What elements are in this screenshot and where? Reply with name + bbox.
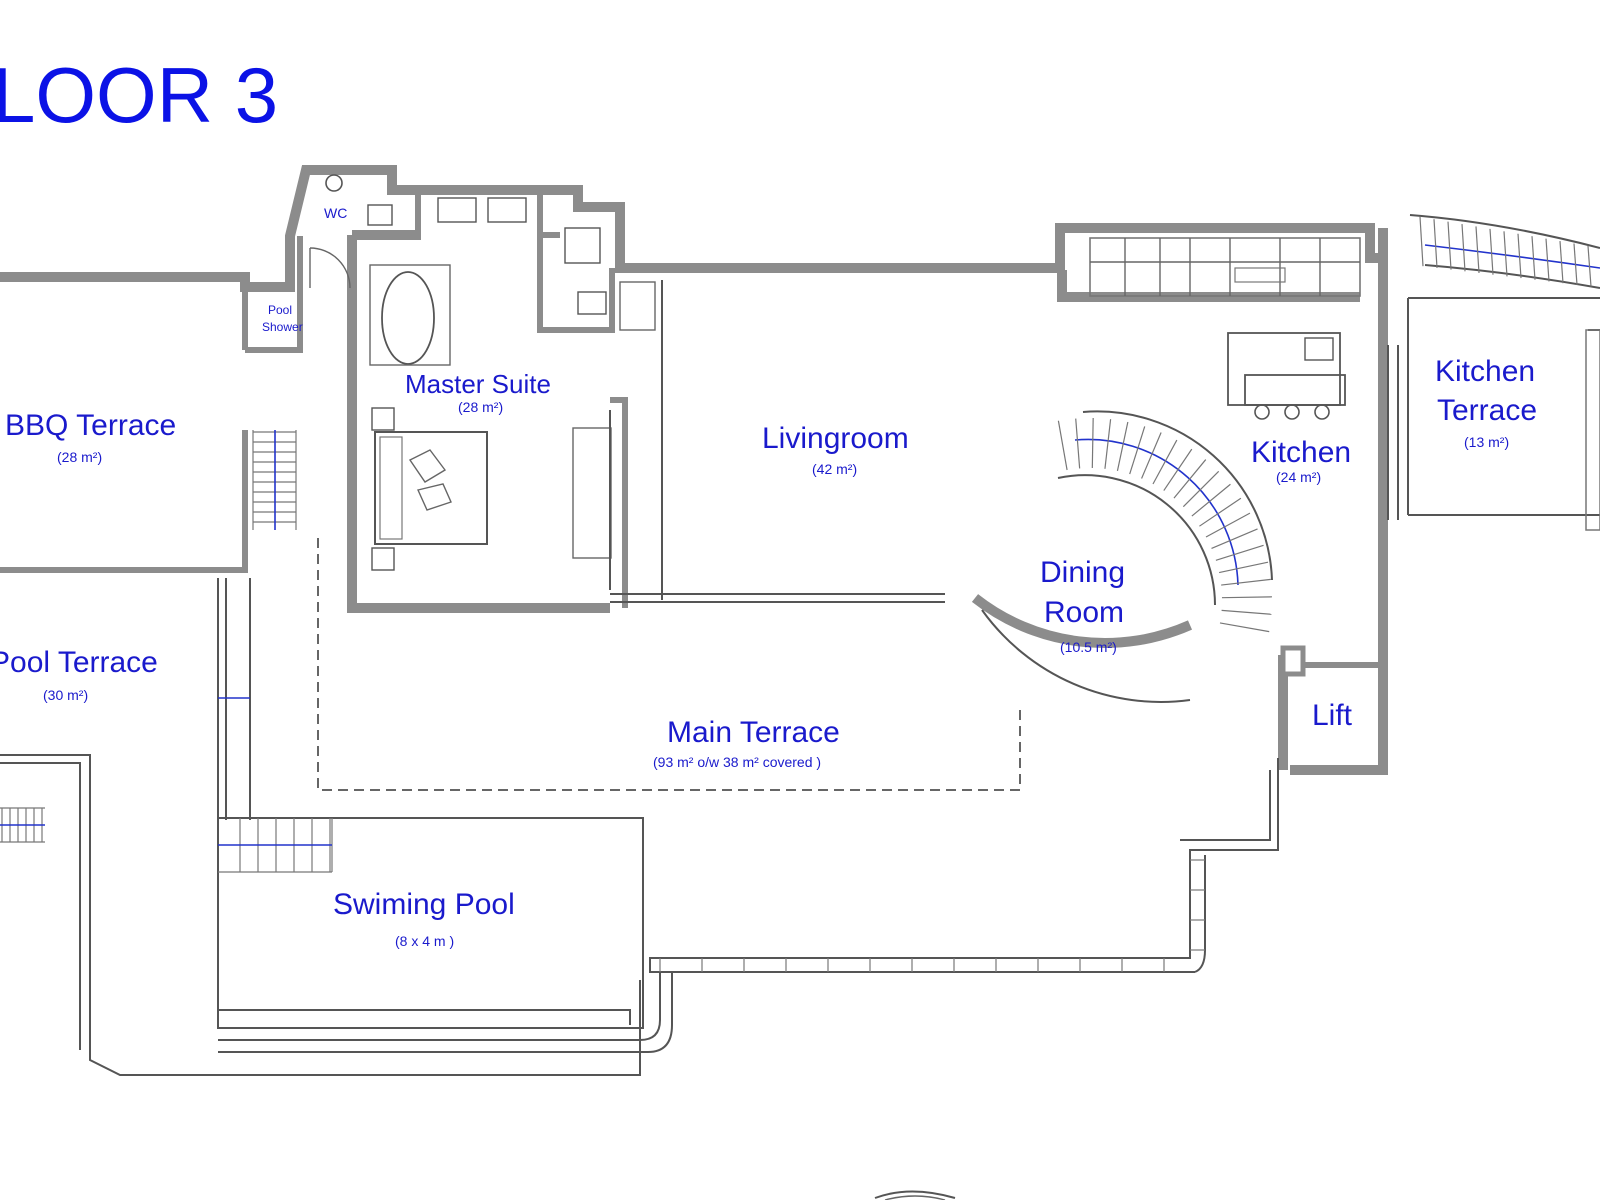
terrace-rails <box>0 578 641 1076</box>
covered-area-outline <box>317 538 1021 791</box>
pool-terrace-label: Pool Terrace <box>0 646 158 679</box>
wc-label: WC <box>324 205 347 221</box>
dining-room-area: (10.5 m²) <box>1060 639 1117 655</box>
terrace-balustrade <box>649 758 1279 973</box>
master-suite-label: Master Suite <box>405 369 551 399</box>
master-suite-area: (28 m²) <box>458 399 503 415</box>
livingroom-area: (42 m²) <box>812 461 857 477</box>
dining-room-label-2: Room <box>1044 596 1124 629</box>
kitchen-counters <box>1089 237 1361 420</box>
swimming-pool <box>217 817 673 1053</box>
dining-room-label-1: Dining <box>1040 556 1125 589</box>
bbq-stairs <box>252 430 297 530</box>
kitchen-area: (24 m²) <box>1276 469 1321 485</box>
lift-label: Lift <box>1312 699 1353 732</box>
livingroom-label: Livingroom <box>762 422 909 455</box>
bbq-terrace-label: BBQ Terrace <box>5 409 176 442</box>
bathroom-fixtures <box>309 174 656 366</box>
spiral-staircase <box>971 410 1273 703</box>
lower-stair-hint <box>874 1190 956 1199</box>
bed <box>371 407 612 590</box>
kitchen-terrace-label-2: Terrace <box>1437 394 1537 427</box>
swimming-pool-label: Swiming Pool <box>333 888 515 921</box>
pool-shower-label-2: Shower <box>262 320 303 334</box>
kitchen-label: Kitchen <box>1251 436 1351 469</box>
pool-shower-label-1: Pool <box>268 303 292 317</box>
kitchen-terrace-area: (13 m²) <box>1464 434 1509 450</box>
swimming-pool-size: (8 x 4 m ) <box>395 933 454 949</box>
bbq-terrace-area: (28 m²) <box>57 449 102 465</box>
exterior-walls <box>0 165 1600 775</box>
floor-title: LOOR 3 <box>0 51 278 139</box>
main-terrace-area: (93 m² o/w 38 m² covered ) <box>653 754 821 770</box>
kitchen-terrace-label-1: Kitchen <box>1435 355 1535 388</box>
pool-terrace-area: (30 m²) <box>43 687 88 703</box>
main-terrace-label: Main Terrace <box>667 716 840 749</box>
kitchen-terrace-stair <box>1409 214 1600 289</box>
